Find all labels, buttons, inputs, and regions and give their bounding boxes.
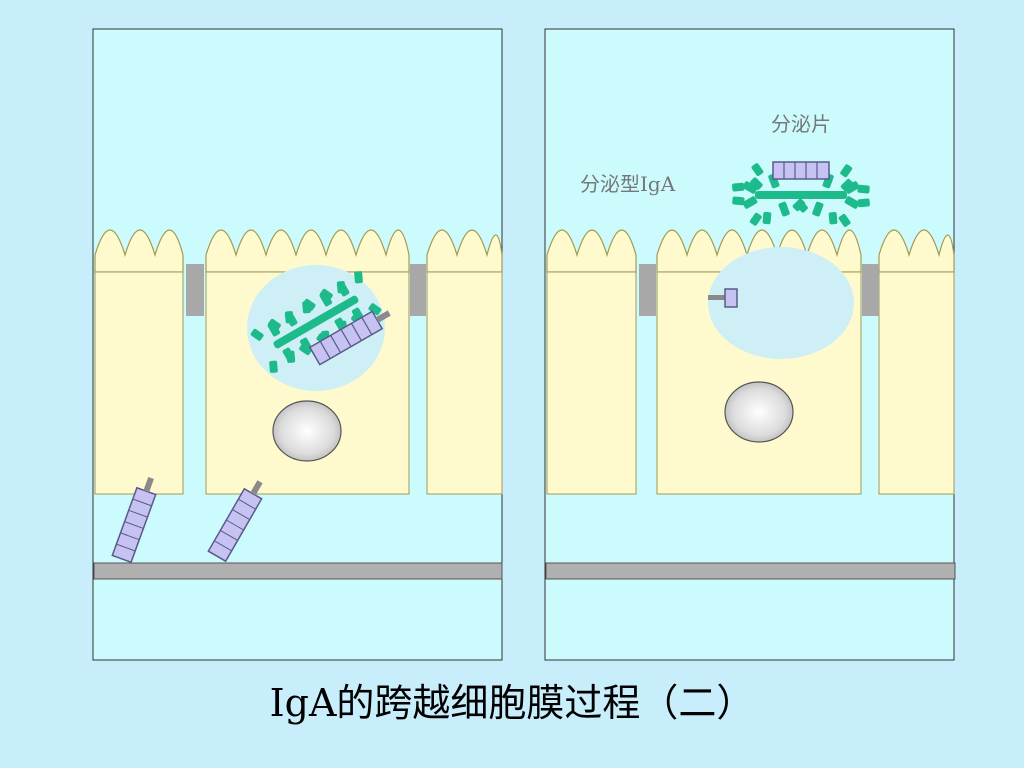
basement-membrane	[93, 562, 503, 580]
basement-membrane	[545, 562, 956, 580]
cell-nucleus	[724, 381, 794, 443]
tight-junction	[410, 264, 426, 316]
secretory-iga	[728, 160, 874, 230]
secretory-component-label: 分泌片	[771, 112, 831, 136]
left-cell-3	[426, 271, 503, 495]
iga-dimer	[248, 267, 384, 377]
poly-ig-receptor	[308, 310, 391, 366]
right-cell-3	[878, 271, 955, 495]
left-panel	[92, 28, 503, 661]
fused-vesicle	[708, 247, 854, 359]
secretory-iga-label: 分泌型IgA	[580, 172, 676, 196]
right-cell-1	[546, 271, 637, 495]
left-microvilli	[94, 229, 503, 273]
transcytosis-vesicle	[247, 265, 385, 391]
secretory-component	[772, 161, 830, 180]
left-cell-1	[94, 271, 184, 495]
basolateral-receptor	[111, 476, 157, 564]
basolateral-receptor	[207, 480, 263, 563]
receptor-stub	[708, 288, 738, 308]
right-panel	[544, 28, 956, 661]
tight-junction	[639, 264, 656, 316]
tight-junction	[186, 264, 204, 316]
cell-nucleus	[272, 400, 342, 462]
slide-caption: IgA的跨越细胞膜过程（二）	[269, 681, 755, 725]
tight-junction	[862, 264, 879, 316]
